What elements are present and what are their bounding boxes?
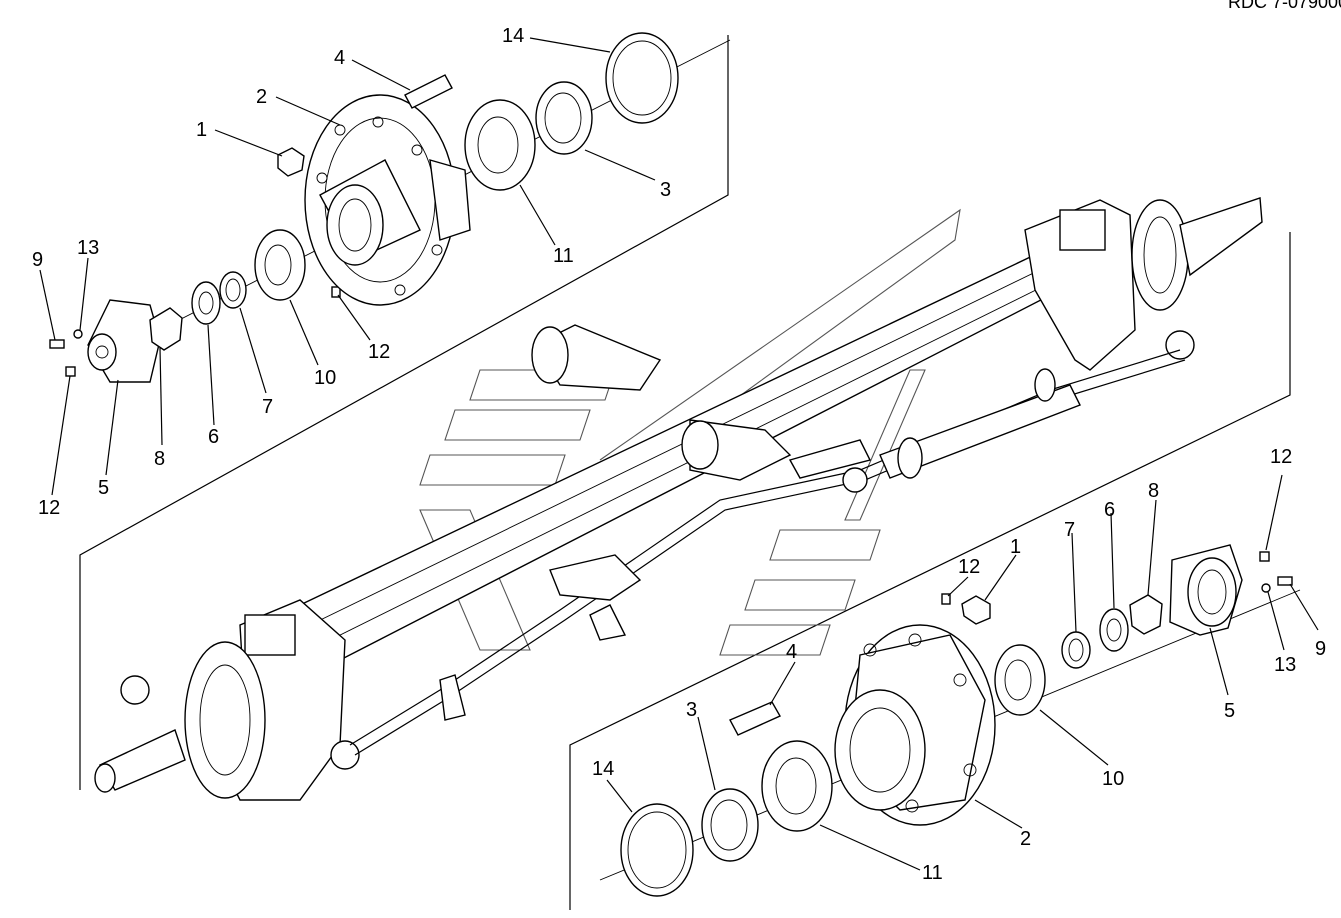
callout-lower-11: 11 <box>922 862 943 884</box>
lower-callouts: 1 2 3 4 5 6 7 8 9 10 11 12 12 13 14 <box>592 446 1326 884</box>
callout-lower-2: 2 <box>1020 828 1031 850</box>
lower-hub-assembly <box>599 544 1301 897</box>
callout-upper-11: 11 <box>553 245 574 267</box>
callout-upper-7: 7 <box>262 396 273 418</box>
callout-upper-10: 10 <box>314 367 336 389</box>
callout-lower-10: 10 <box>1102 768 1124 790</box>
callout-upper-14: 14 <box>502 25 524 47</box>
callout-upper-6: 6 <box>208 426 219 448</box>
callout-lower-6: 6 <box>1104 499 1115 521</box>
callout-lower-5: 5 <box>1224 700 1235 722</box>
callout-lower-4: 4 <box>786 641 797 663</box>
callout-lower-12a: 12 <box>958 556 980 578</box>
upper-hub-assembly <box>49 32 731 383</box>
callout-lower-7: 7 <box>1064 519 1075 541</box>
assembly-frames <box>79 35 1291 910</box>
callout-lower-14: 14 <box>592 758 614 780</box>
callout-upper-3: 3 <box>660 179 671 201</box>
callout-lower-9: 9 <box>1315 638 1326 660</box>
callout-upper-1: 1 <box>196 119 207 141</box>
callout-upper-4: 4 <box>334 47 345 69</box>
callout-upper-8: 8 <box>154 448 165 470</box>
callout-upper-2: 2 <box>256 86 267 108</box>
callout-lower-8: 8 <box>1148 480 1159 502</box>
drawing-code: RDC 7-0790000 <box>1228 0 1341 12</box>
upper-callouts: 1 2 3 4 5 6 7 8 9 10 11 12 12 13 14 <box>32 25 671 519</box>
leader-lines <box>39 37 1319 871</box>
callout-lower-12b: 12 <box>1270 446 1292 468</box>
callout-lower-3: 3 <box>686 699 697 721</box>
callout-lower-13: 13 <box>1274 654 1296 676</box>
callout-lower-1: 1 <box>1010 536 1021 558</box>
callout-upper-9: 9 <box>32 249 43 271</box>
callout-upper-12a: 12 <box>368 341 390 363</box>
axle-beam <box>94 197 1263 801</box>
callout-upper-12b: 12 <box>38 497 60 519</box>
callout-upper-5: 5 <box>98 477 109 499</box>
callout-upper-13: 13 <box>77 237 99 259</box>
